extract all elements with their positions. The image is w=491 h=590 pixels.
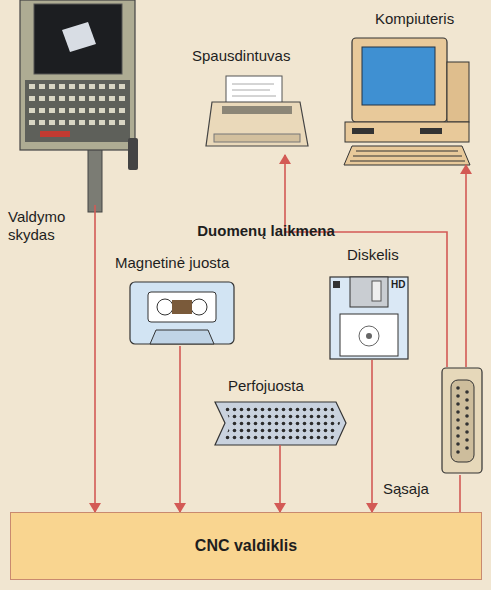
data-flow-arrow	[179, 346, 181, 512]
disk-mark: HD	[391, 279, 409, 291]
punched-tape-drawing	[215, 402, 346, 445]
device-label: CNC valdiklis	[195, 537, 297, 555]
group-heading: Duomenų laikmena	[186, 222, 346, 239]
computer-drawing	[344, 38, 470, 165]
controller-box: CNC valdiklis	[10, 512, 482, 580]
data-flow-arrow	[465, 165, 467, 367]
device-node: Spausdintuvas	[205, 75, 310, 155]
cassette-drawing	[130, 282, 234, 344]
data-flow-arrow	[459, 475, 461, 512]
floppy-drawing	[330, 277, 408, 359]
device-label: Valdymo skydas	[8, 208, 80, 244]
device-label: Spausdintuvas	[192, 47, 290, 65]
control-panel-drawing	[20, 0, 138, 212]
device-node: Perfojuosta	[215, 402, 346, 445]
device-node: Sąsaja	[440, 367, 485, 475]
device-label: Magnetinė juosta	[115, 254, 229, 272]
data-flow-arrow	[285, 155, 447, 367]
device-label: Diskelis	[347, 246, 399, 264]
data-flow-arrow	[94, 205, 96, 512]
device-node: Magnetinė juosta	[128, 280, 236, 346]
device-node: Valdymo skydas	[18, 0, 136, 205]
serial-connector-drawing	[442, 368, 482, 473]
data-flow-arrow	[371, 360, 373, 512]
device-label: Sąsaja	[383, 480, 429, 498]
device-label: Perfojuosta	[228, 377, 304, 395]
data-flow-arrow	[279, 445, 281, 512]
device-node: Kompiuteris	[345, 35, 470, 165]
printer-drawing	[206, 76, 308, 146]
device-label: Kompiuteris	[375, 10, 454, 28]
